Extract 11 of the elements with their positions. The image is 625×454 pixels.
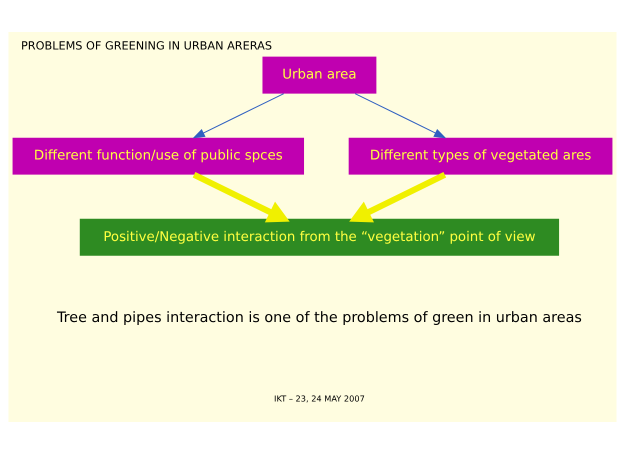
node-box: Urban area [262,56,376,94]
arrow [354,93,446,138]
label: IKT – 23, 24 MAY 2007 [274,393,365,404]
arrow [192,93,284,138]
label: Tree and pipes interaction is one of the problems of green in urban areas [56,310,582,326]
arrow [349,172,446,222]
node-box: Different function/use of public spces [12,138,304,175]
diagram-title: PROBLEMS OF GREENING IN URBAN ARERAS [20,39,272,52]
node-box: Positive/Negative interaction from the “vegetation” point of view [80,218,560,256]
node-box: Different types of vegetated ares [348,138,612,175]
arrow [192,172,290,222]
